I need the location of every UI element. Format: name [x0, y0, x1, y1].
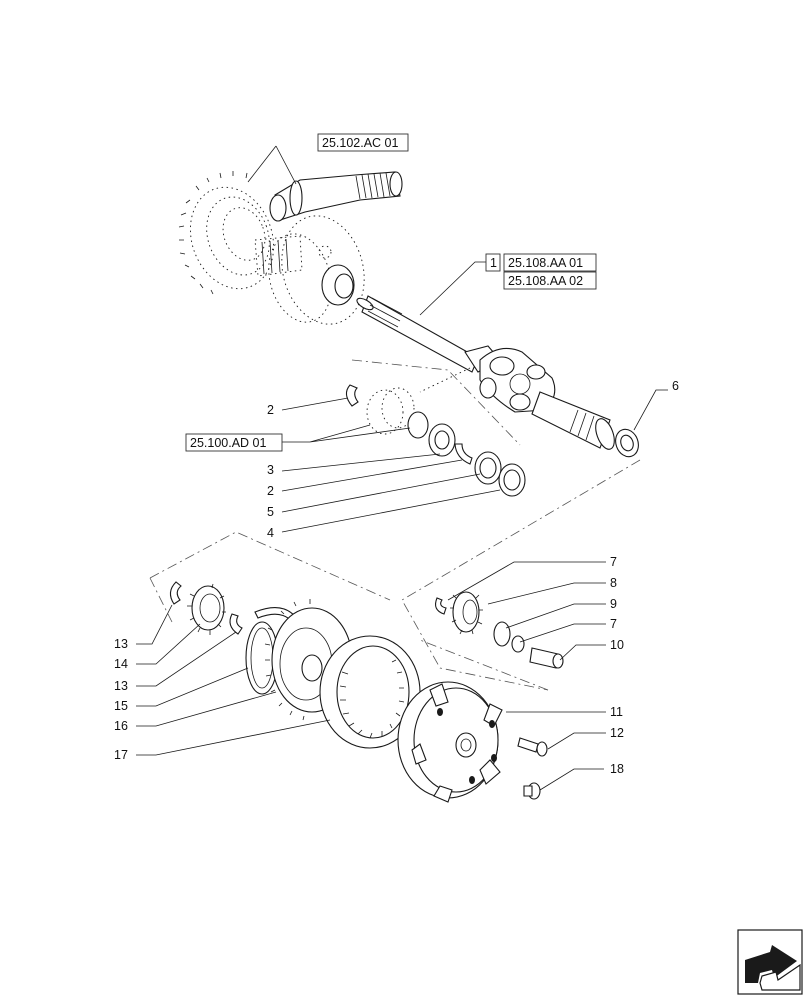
- ref-box-25-100-ad-01[interactable]: 25.100.AD 01: [185, 433, 283, 452]
- next-page-arrow-icon[interactable]: [737, 929, 803, 995]
- ref-text-25-108-aa-02: 25.108.AA 02: [508, 274, 583, 288]
- callout-17: 17: [114, 748, 128, 762]
- callout-6: 6: [672, 379, 679, 393]
- hub-11: [397, 639, 549, 803]
- callout-13: 13: [114, 679, 128, 693]
- callout-2: 2: [267, 403, 274, 417]
- callout-18: 18: [610, 762, 624, 776]
- ref-text-25-100-ad-01: 25.100.AD 01: [190, 436, 266, 450]
- differential-assembly: [178, 171, 403, 325]
- axle-shaft-assembly: [356, 295, 615, 450]
- callout-16: 16: [114, 719, 128, 733]
- callout-7: 7: [610, 555, 617, 569]
- planetary-group: [149, 531, 421, 749]
- callout-3: 3: [267, 463, 274, 477]
- callouts: 2 3 2 5 4 6 7 8 9 7 10 11 12 18 13 14 13…: [114, 379, 679, 776]
- callout-11: 11: [610, 705, 623, 719]
- ref-box-1[interactable]: 1: [485, 253, 501, 272]
- callout-7: 7: [610, 617, 617, 631]
- planet-pin-group: [401, 459, 641, 691]
- callout-9: 9: [610, 597, 617, 611]
- callout-10: 10: [610, 638, 624, 652]
- callout-12: 12: [610, 726, 624, 740]
- bearing-stack: [345, 359, 526, 497]
- callout-15: 15: [114, 699, 128, 713]
- ref-box-25-102-ac-01[interactable]: 25.102.AC 01: [317, 133, 409, 152]
- callout-14: 14: [114, 657, 128, 671]
- screws: [517, 737, 548, 800]
- callout-8: 8: [610, 576, 617, 590]
- callout-4: 4: [267, 526, 274, 540]
- ref-text-25-102-ac-01: 25.102.AC 01: [322, 136, 398, 150]
- leader-lines: [136, 145, 668, 791]
- ref-text-25-108-aa-01: 25.108.AA 01: [508, 256, 583, 270]
- callout-2: 2: [267, 484, 274, 498]
- ref-box-25-108-aa-02[interactable]: 25.108.AA 02: [503, 271, 597, 290]
- ref-box-25-108-aa-01[interactable]: 25.108.AA 01: [503, 253, 597, 272]
- ref-text-1: 1: [490, 256, 497, 270]
- callout-5: 5: [267, 505, 274, 519]
- washer-6: [615, 428, 639, 458]
- callout-13: 13: [114, 637, 128, 651]
